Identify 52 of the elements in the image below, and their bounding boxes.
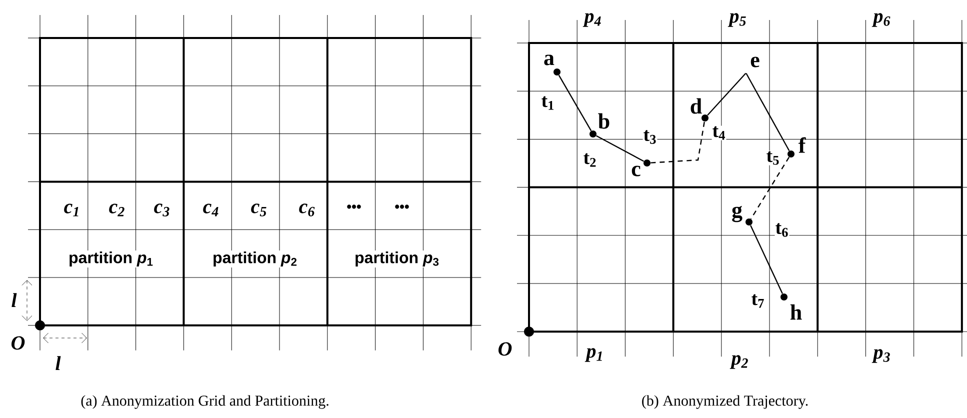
- node-label: b: [598, 113, 610, 129]
- math-label: p$_{5}$: [728, 13, 746, 27]
- trajectory-line: [596, 135, 644, 162]
- subfigure-caption: (a) Anonymization Grid and Partitioning.: [81, 395, 328, 409]
- trajectory-vertex: e: [750, 56, 760, 68]
- math-label: p$_{4}$: [582, 13, 601, 27]
- math-label: p$_{2}$: [730, 355, 748, 369]
- origin-label: O: [12, 336, 25, 350]
- node-label: c: [632, 166, 640, 176]
- timestamp-label: t$_{6}$: [774, 222, 790, 238]
- partition-label: partition p$_{1}$: [68, 250, 154, 268]
- math-label: p$_{6}$: [872, 13, 890, 27]
- node-label: f: [798, 137, 806, 153]
- timestamp-label: t$_{4}$: [712, 126, 726, 140]
- node-label: d: [690, 98, 702, 114]
- subfigure-caption: (b) Anonymized Trajectory.: [642, 395, 808, 409]
- origin-label: O: [498, 342, 512, 356]
- math-label: p$_{3}$: [872, 349, 890, 363]
- math-label: c$_{2}$: [108, 202, 126, 218]
- trajectory-point: g: [732, 206, 752, 226]
- timestamp-label: t$_{2}$: [582, 152, 598, 168]
- trajectory-line: [707, 72, 746, 116]
- length-label: l: [56, 356, 61, 370]
- trajectory-point: h: [780, 294, 802, 320]
- trajectory-point: d: [690, 98, 708, 122]
- timestamp-label: t$_{7}$: [750, 294, 766, 308]
- math-label: c$_{6}$: [298, 202, 316, 218]
- math-label: p$_{1}$: [584, 348, 602, 362]
- ellipsis-label: •••: [346, 204, 362, 212]
- timestamp-label: t$_{3}$: [642, 130, 658, 144]
- math-label: c$_{3}$: [152, 202, 172, 218]
- timestamp-label: t$_{5}$: [766, 150, 780, 166]
- node-label: g: [732, 206, 742, 222]
- math-label: c$_{5}$: [250, 202, 268, 218]
- partition-label: partition p$_{2}$: [212, 250, 298, 268]
- dashed-trajectory-line: [650, 122, 705, 164]
- math-label: c$_{1}$: [62, 202, 82, 218]
- timestamp-label: t$_{1}$: [540, 96, 556, 110]
- node-label: a: [544, 54, 554, 66]
- trajectory-line: [750, 225, 783, 294]
- trajectory-line: [746, 72, 790, 152]
- trajectory-point: a: [544, 54, 560, 76]
- trajectory-line: [558, 74, 592, 132]
- trajectory-point: b: [590, 113, 610, 138]
- ellipsis-label: •••: [394, 204, 410, 212]
- dashed-trajectory-line: [750, 156, 790, 220]
- trajectory-point: c: [632, 160, 650, 176]
- length-label: l: [12, 293, 17, 307]
- partition-label: partition p$_{3}$: [354, 250, 440, 268]
- trajectory-point: f: [788, 137, 806, 158]
- math-label: c$_{4}$: [202, 202, 220, 218]
- node-label: h: [790, 304, 802, 320]
